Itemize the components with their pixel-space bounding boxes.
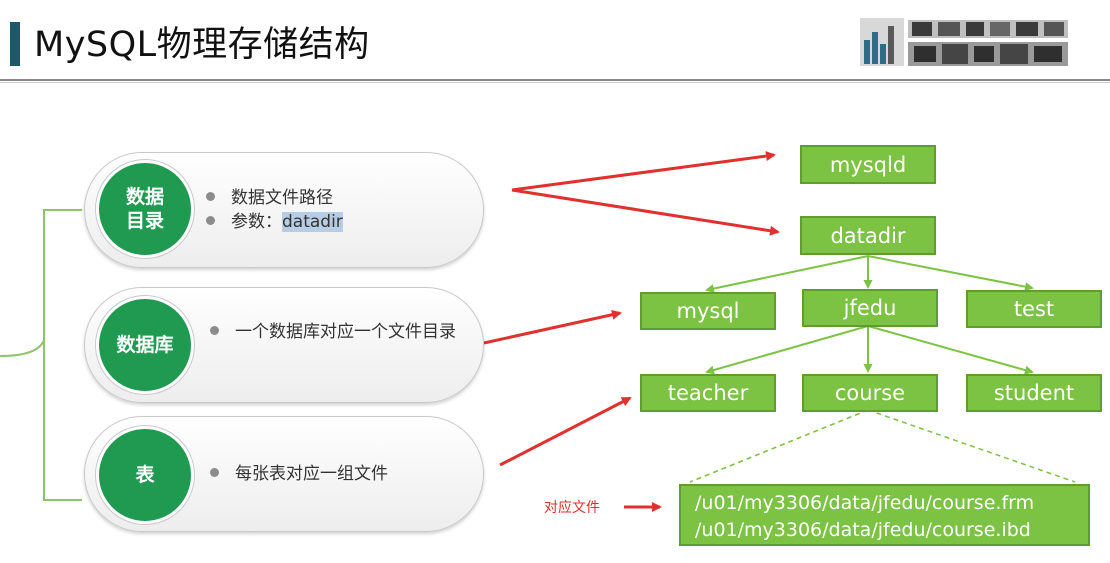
- circle-datadir: 数据目录: [96, 160, 194, 258]
- bullet-database-dir: 一个数据库对应一个文件目录: [210, 320, 460, 344]
- node-table-teacher: teacher: [640, 374, 776, 412]
- node-db-mysql: mysql: [640, 292, 776, 330]
- course-file-paths: /u01/my3306/data/jfedu/course.frm /u01/m…: [679, 484, 1090, 546]
- bullet-dot: [206, 215, 215, 225]
- node-mysqld: mysqld: [800, 145, 936, 184]
- corresponding-files-label: 对应文件: [544, 500, 600, 516]
- connector-datadir-mysql: [705, 255, 869, 293]
- connector-jfedu-teacher: [705, 325, 869, 375]
- connector-datadir-test: [867, 255, 1034, 292]
- arrow-datadir-pill-to-mysqld: [511, 151, 776, 192]
- circle-database: 数据库: [96, 296, 194, 394]
- arrow-datadir-pill-to-datadir: [511, 188, 780, 236]
- page-title: MySQL物理存储结构: [34, 25, 370, 65]
- arrow-database-pill-to-mysql: [483, 309, 622, 345]
- bullet-text: 每张表对应一组文件: [235, 464, 388, 484]
- left-bracket: [43, 209, 82, 501]
- title-accent-bar: [10, 22, 20, 66]
- bullet-param-value: datadir: [282, 212, 343, 232]
- bullet-dot: [210, 325, 219, 335]
- circle-table-label: 表: [135, 464, 155, 486]
- connector-course-file-left: [689, 409, 869, 483]
- bullet-text: 数据文件路径: [231, 188, 333, 208]
- brand-logo: [860, 18, 1068, 66]
- circle-table: 表: [96, 426, 194, 524]
- node-table-student: student: [966, 374, 1102, 412]
- circle-datadir-label: 数据目录: [125, 186, 164, 232]
- connector-jfedu-student: [867, 325, 1034, 375]
- bullet-dot: [210, 467, 219, 477]
- bullet-param-prefix: 参数：: [231, 212, 282, 232]
- arrow-table-pill-to-teacher: [499, 396, 632, 467]
- circle-database-label: 数据库: [116, 334, 174, 356]
- connector-course-file-right: [867, 409, 1076, 483]
- node-datadir: datadir: [800, 216, 936, 255]
- header-divider: [0, 79, 1110, 81]
- left-bracket-tip: [0, 339, 45, 357]
- bullet-param-datadir: 参数：datadir: [206, 210, 343, 234]
- file-path-frm: /u01/my3306/data/jfedu/course.frm: [695, 492, 1035, 514]
- file-path-ibd: /u01/my3306/data/jfedu/course.ibd: [695, 519, 1031, 541]
- bullet-text: 一个数据库对应一个文件目录: [235, 322, 456, 342]
- header-divider-shadow: [0, 82, 1110, 83]
- bullet-dot: [206, 191, 215, 201]
- bullet-datafile-path: 数据文件路径: [206, 186, 333, 210]
- node-table-course: course: [802, 374, 938, 412]
- bullet-table-files: 每张表对应一组文件: [210, 462, 388, 486]
- node-db-test: test: [966, 290, 1102, 328]
- node-db-jfedu: jfedu: [802, 289, 938, 327]
